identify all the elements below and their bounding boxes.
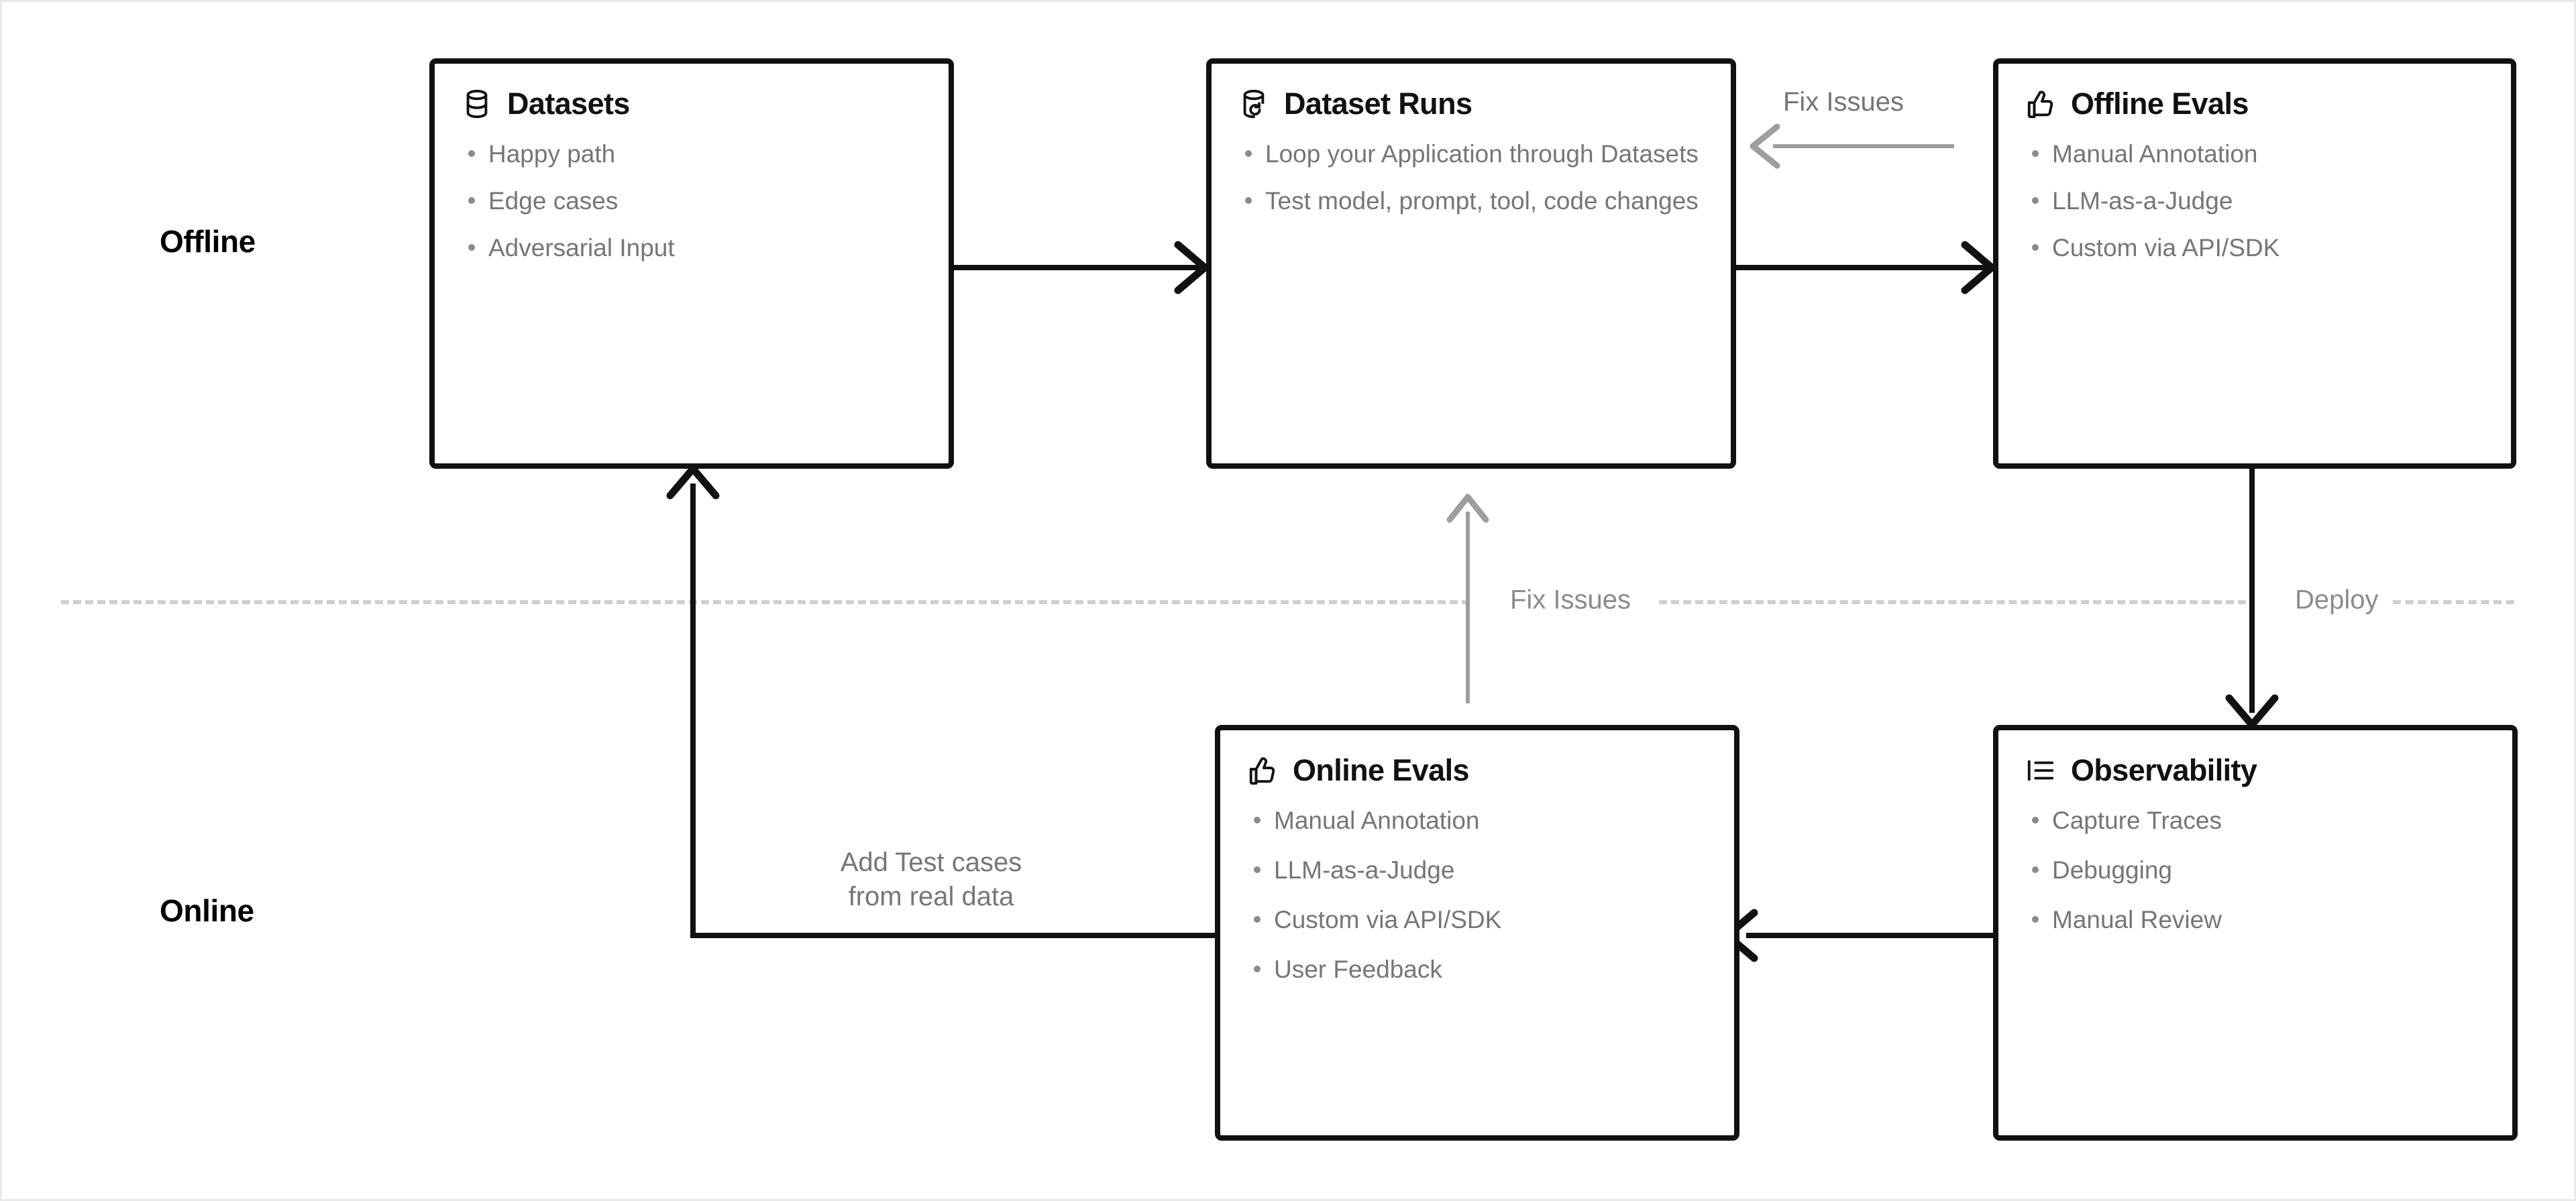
list-item: Loop your Application through Datasets [1238,139,1704,169]
edge-observability-to-online-evals [1746,933,1994,938]
edge-deploy-offline-to-observability [2249,469,2255,713]
node-observability-header: Observability [2025,753,2485,788]
swimlane-divider-left [61,600,1470,604]
list-item: LLM-as-a-Judge [2025,186,2484,216]
add-test-cases-line2: from real data [848,882,1014,912]
arrowhead-left-fix-issues-top [1748,123,1782,170]
divider-label-fix-issues: Fix Issues [1498,585,1644,616]
edge-dataset-runs-to-offline-evals [1736,265,1988,270]
add-test-cases-line1: Add Test cases [840,848,1022,877]
list-item: LLM-as-a-Judge [1247,855,1707,885]
swimlane-divider-middle [1659,600,2246,604]
edge-fix-issues-offline-to-dataset-runs [1773,144,1954,148]
node-offline-evals-bullets: Manual Annotation LLM-as-a-Judge Custom … [2025,139,2484,263]
swimlane-label-offline: Offline [160,224,256,259]
swimlane-divider-right [2380,600,2514,604]
list-indent-icon [2025,755,2056,786]
node-datasets-header: Datasets [462,87,922,121]
node-datasets-bullets: Happy path Edge cases Adversarial Input [462,139,922,263]
node-offline-evals-header: Offline Evals [2025,87,2484,121]
arrowhead-right-dataset-runs-to-offline-evals [1961,241,1998,294]
list-item: Custom via API/SDK [2025,233,2484,263]
node-dataset-runs-bullets: Loop your Application through Datasets T… [1238,139,1704,216]
arrowhead-up-online-evals-to-datasets [666,462,720,500]
node-observability[interactable]: Observability Capture Traces Debugging M… [1993,725,2518,1141]
database-icon [462,89,492,119]
thumbs-up-icon [1247,755,1278,786]
list-item: Debugging [2025,855,2485,885]
node-datasets[interactable]: Datasets Happy path Edge cases Adversari… [429,58,954,469]
node-online-evals-title: Online Evals [1293,753,1470,787]
node-online-evals[interactable]: Online Evals Manual Annotation LLM-as-a-… [1215,725,1739,1141]
list-item: Custom via API/SDK [1247,905,1707,935]
divider-label-deploy: Deploy [2283,585,2391,616]
node-observability-bullets: Capture Traces Debugging Manual Review [2025,805,2485,935]
arrowhead-right-datasets-to-dataset-runs [1174,241,1212,294]
list-item: Edge cases [462,186,922,216]
node-datasets-title: Datasets [507,87,630,121]
node-dataset-runs[interactable]: Dataset Runs Loop your Application throu… [1206,58,1736,469]
edge-datasets-to-dataset-runs [954,265,1201,270]
swimlane-label-online: Online [160,893,254,928]
thumbs-up-icon [2025,89,2056,119]
list-item: Capture Traces [2025,805,2485,836]
node-online-evals-bullets: Manual Annotation LLM-as-a-Judge Custom … [1247,805,1707,985]
flow-label-add-test-cases: Add Test cases from real data [817,846,1045,914]
arrowhead-up-fix-issues-middle [1446,490,1490,524]
edge-online-evals-to-datasets-horizontal [690,933,1218,938]
node-dataset-runs-title: Dataset Runs [1284,87,1472,121]
flow-label-fix-issues-top: Fix Issues [1783,87,1904,117]
edge-online-evals-to-datasets-vertical [690,483,696,935]
node-dataset-runs-header: Dataset Runs [1238,87,1704,121]
list-item: Manual Annotation [1247,805,1707,836]
list-item: User Feedback [1247,954,1707,984]
node-offline-evals-title: Offline Evals [2071,87,2249,121]
list-item: Test model, prompt, tool, code changes [1238,186,1704,216]
node-observability-title: Observability [2071,753,2257,787]
list-item: Manual Annotation [2025,139,2484,169]
edge-fix-issues-online-to-dataset-runs [1466,512,1470,703]
list-item: Adversarial Input [462,233,922,263]
database-replay-icon [1238,89,1269,119]
node-online-evals-header: Online Evals [1247,753,1707,788]
list-item: Happy path [462,139,922,169]
list-item: Manual Review [2025,905,2485,935]
node-offline-evals[interactable]: Offline Evals Manual Annotation LLM-as-a… [1993,58,2516,469]
